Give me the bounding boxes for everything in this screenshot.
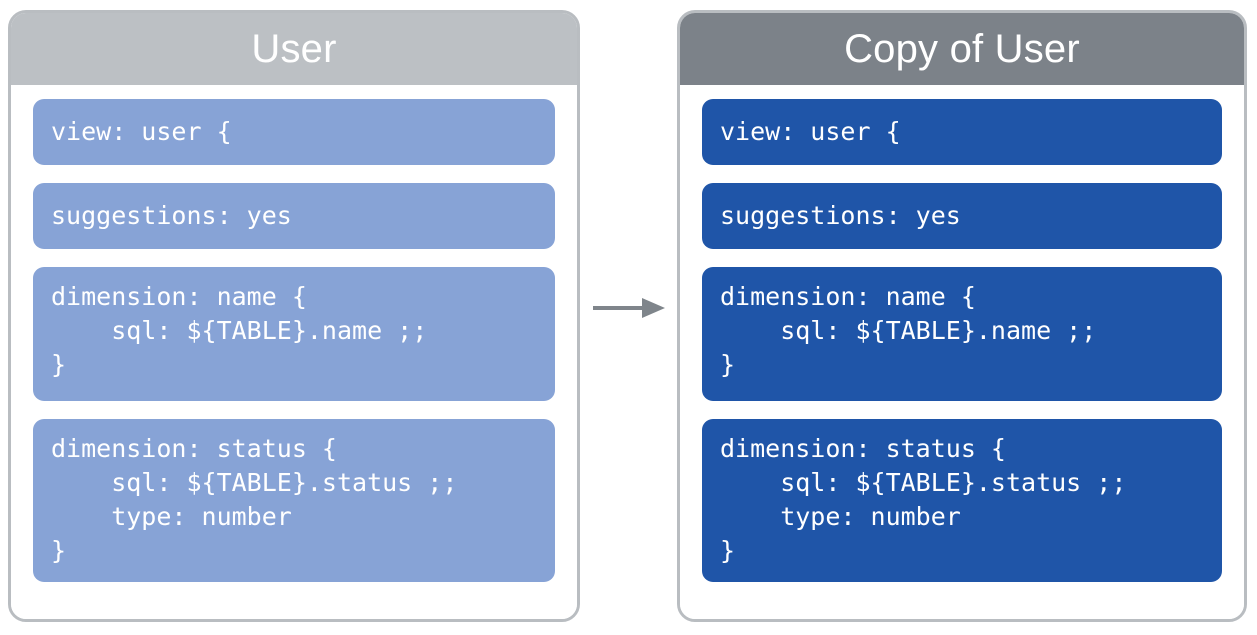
code-block-suggestions: suggestions: yes bbox=[33, 183, 555, 249]
panel-body-copy: view: user { suggestions: yes dimension:… bbox=[680, 85, 1244, 619]
code-block-dimension-status: dimension: status { sql: ${TABLE}.status… bbox=[33, 419, 555, 582]
arrow-right-icon bbox=[592, 296, 666, 320]
panel-title-source: User bbox=[11, 13, 577, 85]
code-block-dimension-status-copy: dimension: status { sql: ${TABLE}.status… bbox=[702, 419, 1222, 582]
panel-copy-user: Copy of User view: user { suggestions: y… bbox=[677, 10, 1247, 622]
code-block-suggestions-copy: suggestions: yes bbox=[702, 183, 1222, 249]
panel-body-source: view: user { suggestions: yes dimension:… bbox=[11, 85, 577, 619]
code-block-dimension-name: dimension: name { sql: ${TABLE}.name ;; … bbox=[33, 267, 555, 401]
panel-title-copy: Copy of User bbox=[680, 13, 1244, 85]
code-block-view-copy: view: user { bbox=[702, 99, 1222, 165]
panel-source-user: User view: user { suggestions: yes dimen… bbox=[8, 10, 580, 622]
code-block-view: view: user { bbox=[33, 99, 555, 165]
code-block-dimension-name-copy: dimension: name { sql: ${TABLE}.name ;; … bbox=[702, 267, 1222, 401]
